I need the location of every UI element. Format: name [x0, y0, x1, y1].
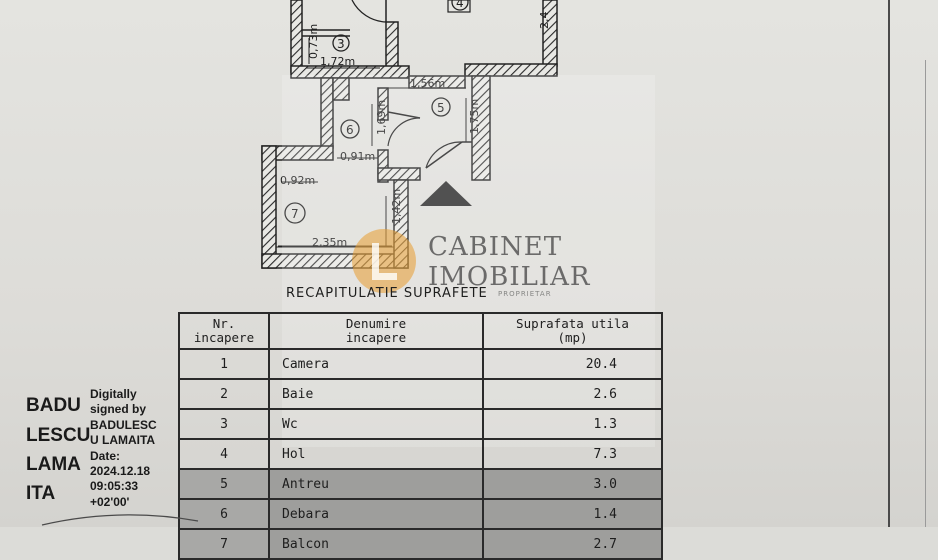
header-name: Denumire incapere: [268, 312, 484, 350]
floor-plan: 0,73m 1,72m 2,4 1,56m 1,69m 1,75m 0,91m …: [261, 0, 558, 269]
cell-nr: 7: [178, 528, 270, 560]
dim-label: 0,73m: [307, 24, 320, 59]
cell-name: Wc: [268, 408, 484, 440]
cell-name: Debara: [268, 498, 484, 530]
cell-nr: 2: [178, 378, 270, 410]
room-number: 7: [291, 207, 299, 221]
digital-signature-info: Digitally signed by BADULESC U LAMAITA D…: [90, 387, 157, 509]
wall: [290, 65, 410, 79]
watermark-text: IMOBILIAR: [428, 262, 591, 292]
cell-nr: 5: [178, 468, 270, 500]
header-nr: Nr. incapere: [178, 312, 270, 350]
cell-nr: 1: [178, 348, 270, 380]
wall: [377, 149, 389, 183]
room-number: 6: [346, 123, 354, 137]
table-row: 1 Camera 20.4: [178, 348, 663, 380]
entrance-arrow-icon: [420, 181, 472, 206]
wall: [332, 77, 350, 101]
cell-nr: 4: [178, 438, 270, 470]
recap-title: RECAPITULATIE SUPRAFETE: [286, 286, 488, 301]
cell-area: 3.0: [482, 468, 663, 500]
page-margin-line-inner: [925, 60, 926, 527]
wall: [290, 0, 303, 73]
dim-label: 0,91m: [340, 150, 375, 163]
cell-area: 20.4: [482, 348, 663, 380]
surfaces-table: Nr. incapere Denumire incapere Suprafata…: [178, 312, 663, 560]
dim-label: 1,75m: [468, 99, 481, 134]
signer-name-line: ITA: [26, 483, 56, 504]
room-number-marker: [284, 202, 306, 224]
signer-name-line: LESCU: [26, 425, 91, 446]
cell-area: 2.6: [482, 378, 663, 410]
cell-area: 7.3: [482, 438, 663, 470]
cell-nr: 3: [178, 408, 270, 440]
dim-label: 1,42m: [390, 189, 403, 224]
wall: [261, 145, 277, 269]
table-row: 3 Wc 1.3: [178, 408, 663, 440]
cell-name: Antreu: [268, 468, 484, 500]
watermark-text: CABINET: [428, 232, 563, 262]
room-number-marker: [431, 97, 451, 117]
page-margin-line: [888, 0, 890, 527]
table-row: 6 Debara 1.4: [178, 498, 663, 530]
watermark-logo-icon: [352, 229, 416, 293]
signer-name-line: BADU: [26, 395, 81, 416]
dim-label: 2,35m: [312, 236, 347, 249]
dim-label: 0,92m: [280, 174, 315, 187]
room-number-marker: [340, 119, 360, 139]
table-header-row: Nr. incapere Denumire incapere Suprafata…: [178, 312, 663, 350]
table-row: 7 Balcon 2.7: [178, 528, 663, 560]
wall: [377, 87, 389, 121]
dim-label: 2,4: [538, 12, 551, 30]
cell-name: Camera: [268, 348, 484, 380]
room-number: 3: [337, 37, 345, 51]
wall: [542, 0, 558, 67]
room-number: 5: [437, 101, 445, 115]
cell-area: 2.7: [482, 528, 663, 560]
header-area: Suprafata utila (mp): [482, 312, 663, 350]
room-number-marker: [332, 34, 350, 52]
signer-name-line: LAMA: [26, 454, 81, 475]
cell-name: Baie: [268, 378, 484, 410]
dim-label: 1,56m: [410, 77, 445, 90]
room-number: 4: [456, 0, 464, 10]
wall: [385, 21, 399, 73]
cell-name: Hol: [268, 438, 484, 470]
wall: [464, 63, 558, 77]
cell-area: 1.4: [482, 498, 663, 530]
wall: [471, 75, 491, 181]
dim-label: 1,72m: [320, 55, 355, 68]
stamp-arc: [41, 514, 199, 526]
watermark-subtext: PROPRIETAR: [498, 290, 552, 298]
cell-area: 1.3: [482, 408, 663, 440]
table-row: 5 Antreu 3.0: [178, 468, 663, 500]
table-row: 4 Hol 7.3: [178, 438, 663, 470]
room-number-marker: [451, 0, 469, 11]
cell-name: Balcon: [268, 528, 484, 560]
table-row: 2 Baie 2.6: [178, 378, 663, 410]
dim-label: 1,69m: [375, 100, 388, 135]
